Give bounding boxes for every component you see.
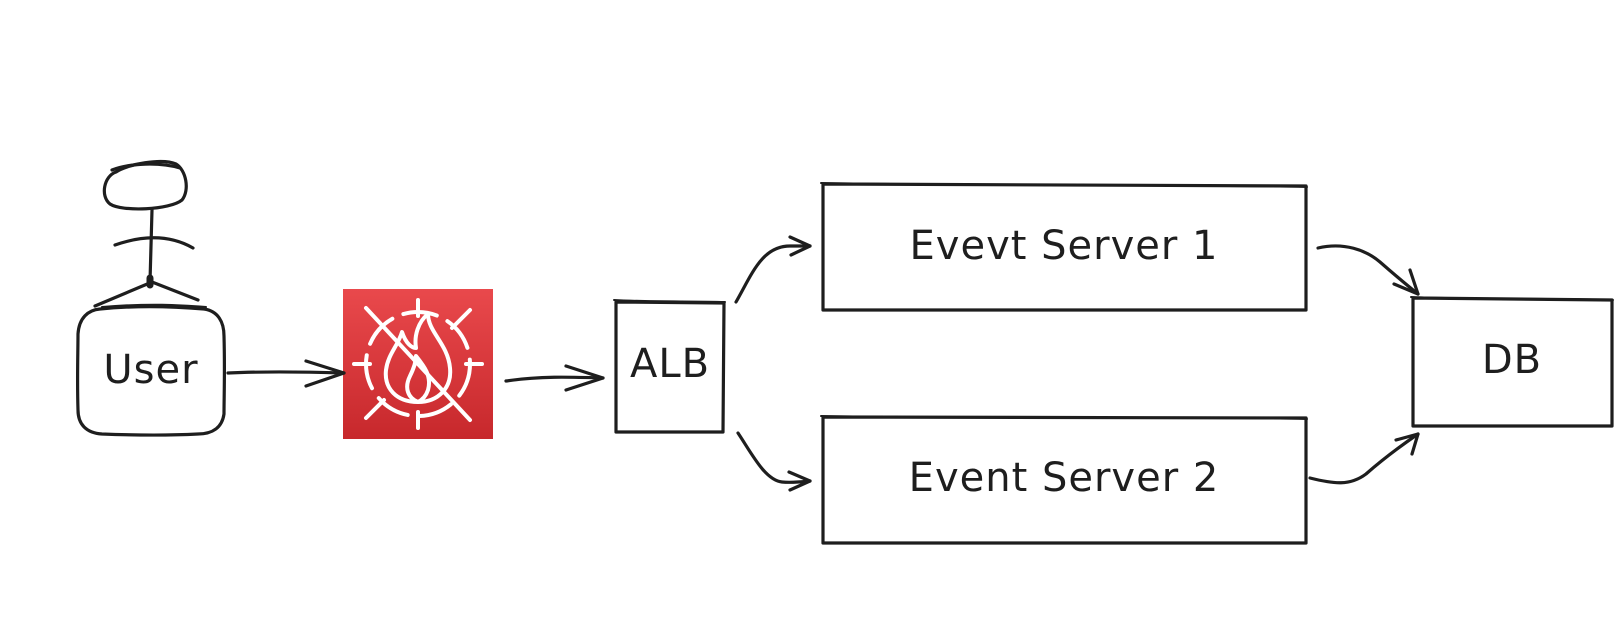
- server1-label: Evevt Server 1: [910, 223, 1219, 269]
- server2-node[interactable]: Event Server 2: [820, 415, 1308, 545]
- arrow-waf-to-alb: [504, 364, 605, 392]
- server2-label: Event Server 2: [909, 455, 1220, 501]
- db-node[interactable]: DB: [1410, 296, 1614, 428]
- waf-node[interactable]: [343, 289, 493, 439]
- arrow-alb-to-server1: [734, 235, 812, 304]
- server1-node[interactable]: Evevt Server 1: [820, 182, 1308, 312]
- user-stick-figure-icon: [93, 160, 200, 308]
- alb-node[interactable]: ALB: [613, 299, 726, 434]
- alb-box: [614, 300, 726, 434]
- user-label: User: [103, 347, 198, 393]
- user-box: [75, 305, 227, 437]
- alb-label: ALB: [630, 341, 710, 387]
- firewall-flame-icon: [352, 298, 484, 430]
- user-node[interactable]: User: [75, 303, 227, 437]
- db-label: DB: [1482, 337, 1542, 383]
- arrow-user-to-waf: [226, 359, 346, 388]
- arrow-server2-to-db: [1308, 432, 1420, 485]
- arrow-server1-to-db: [1316, 244, 1420, 296]
- arrow-alb-to-server2: [736, 431, 812, 492]
